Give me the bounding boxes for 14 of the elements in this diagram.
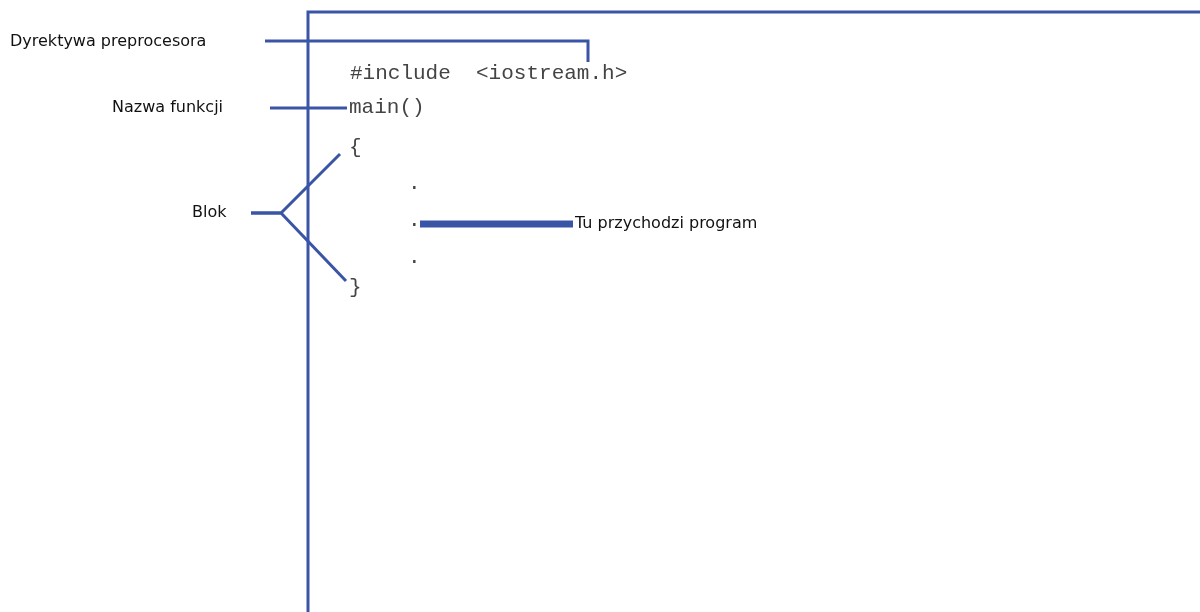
- annotation-label: Tu przychodzi program: [575, 213, 758, 233]
- code-line: #include <iostream.h>: [350, 62, 628, 86]
- annotation-label: Nazwa funkcji: [112, 97, 223, 117]
- code-brace: {: [349, 136, 362, 160]
- annotation-label: Dyrektywa preprocesora: [10, 31, 207, 51]
- code-line: main(): [349, 96, 425, 120]
- leader-line: [265, 39, 590, 62]
- leader-line: [251, 211, 348, 283]
- ellipsis-dot: .: [408, 246, 421, 270]
- ellipsis-dot: .: [408, 209, 421, 233]
- leader-line: [270, 106, 347, 110]
- ellipsis-dot: .: [408, 172, 421, 196]
- code-brace: }: [349, 276, 362, 300]
- annotation-label: Blok: [192, 202, 227, 222]
